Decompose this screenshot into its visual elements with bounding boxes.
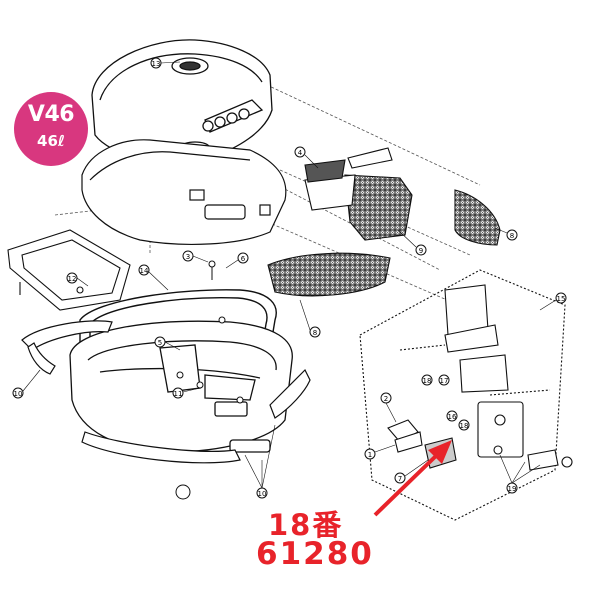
svg-text:4: 4 — [298, 149, 303, 157]
svg-text:15: 15 — [557, 295, 566, 303]
svg-text:18: 18 — [460, 422, 469, 430]
callout-16: 16 — [446, 410, 458, 422]
svg-text:7: 7 — [398, 475, 402, 483]
callout-4: 4 — [294, 146, 306, 158]
part-code: 61280 — [256, 536, 374, 572]
callout-2: 2 — [380, 392, 392, 404]
capacity-label: 46ℓ — [37, 132, 65, 150]
loose-bubble — [175, 484, 191, 500]
svg-text:8: 8 — [313, 329, 317, 337]
callout-14: 14 — [138, 264, 150, 276]
svg-text:8: 8 — [510, 232, 514, 240]
callout-10-left: 10 — [12, 387, 24, 399]
svg-text:6: 6 — [241, 255, 246, 263]
inner-lid-shell — [81, 139, 287, 245]
model-name: V46 — [27, 102, 75, 127]
svg-text:19: 19 — [508, 485, 517, 493]
callout-15: 15 — [555, 292, 567, 304]
logo-plate — [304, 147, 413, 241]
base-plate — [7, 229, 131, 311]
svg-text:13: 13 — [152, 60, 161, 68]
svg-text:16: 16 — [448, 413, 457, 421]
bottom-reflector — [81, 368, 311, 464]
callout-13: 13 — [150, 57, 162, 69]
svg-text:14: 14 — [140, 267, 149, 275]
callout-5: 5 — [154, 336, 166, 348]
callout-12: 12 — [66, 272, 78, 284]
part-number-label: 18番 — [268, 508, 344, 542]
svg-text:1: 1 — [368, 451, 372, 459]
callout-18-a: 18 — [421, 374, 433, 386]
callout-19: 19 — [506, 482, 518, 494]
callout-18-b: 18 — [458, 419, 470, 431]
lock-plate-assembly — [359, 269, 573, 521]
callout-9: 9 — [415, 244, 427, 256]
svg-text:18: 18 — [423, 377, 432, 385]
svg-text:11: 11 — [174, 390, 183, 398]
callout-8-right: 8 — [506, 229, 518, 241]
callout-8-lower: 8 — [309, 326, 321, 338]
callout-6: 6 — [237, 252, 249, 264]
side-reflector-left — [21, 320, 113, 375]
svg-text:5: 5 — [158, 339, 162, 347]
callout-1: 1 — [364, 448, 376, 460]
svg-text:10: 10 — [258, 490, 267, 498]
callout-7: 7 — [394, 472, 406, 484]
svg-text:12: 12 — [68, 275, 77, 283]
logo-badge — [304, 159, 346, 183]
callout-leaders — [22, 61, 557, 489]
lid-cover — [91, 39, 273, 163]
svg-text:3: 3 — [186, 253, 190, 261]
callout-3: 3 — [182, 250, 194, 262]
svg-text:9: 9 — [419, 247, 423, 255]
svg-text:10: 10 — [14, 390, 23, 398]
model-badge: V46 46ℓ — [14, 92, 88, 166]
bottom-case — [69, 320, 293, 453]
callout-11: 11 — [172, 387, 184, 399]
hatched-reflector-right — [454, 189, 501, 246]
callout-17: 17 — [438, 374, 450, 386]
callout-10-bottom: 10 — [256, 487, 268, 499]
annotation-arrow — [373, 440, 452, 517]
svg-text:2: 2 — [384, 395, 388, 403]
screws — [176, 260, 244, 404]
hatched-reflector-lower — [267, 252, 391, 297]
svg-text:17: 17 — [440, 377, 449, 385]
